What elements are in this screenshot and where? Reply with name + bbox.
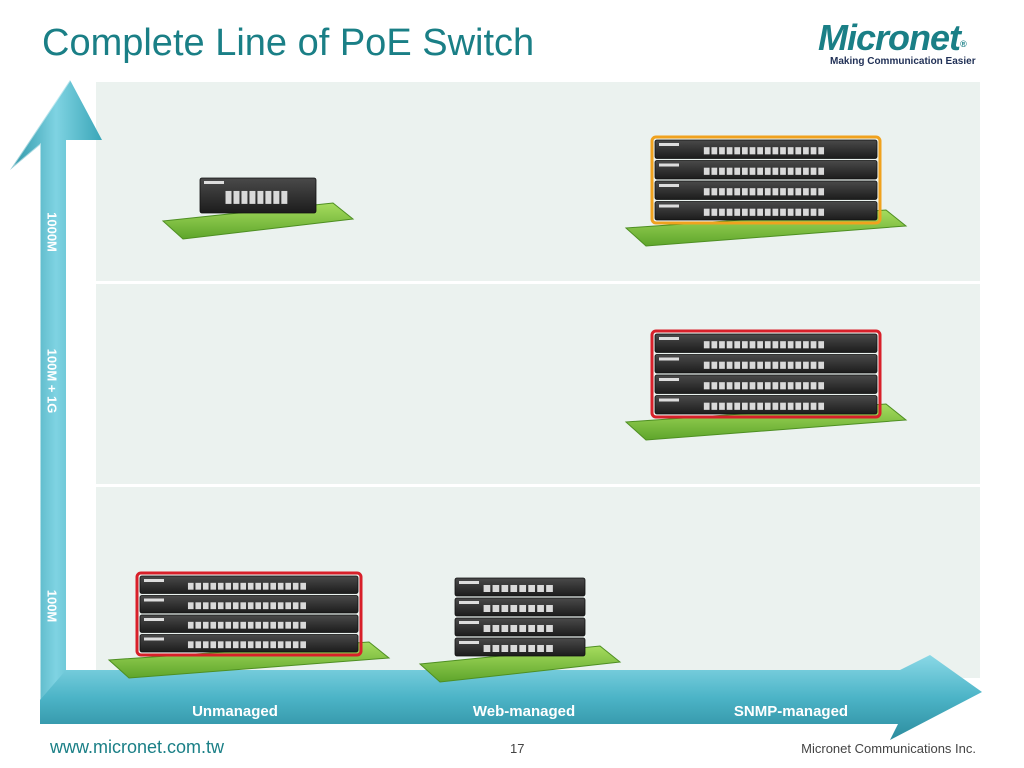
highlight-border xyxy=(650,329,882,419)
switch-stack-icon xyxy=(199,177,317,214)
products-layer xyxy=(107,135,908,683)
switch-stack-icon xyxy=(654,139,878,221)
logo-word: Micronet xyxy=(818,17,961,58)
slide-title: Complete Line of PoE Switch xyxy=(42,22,535,64)
product-1 xyxy=(624,135,908,247)
up-arrow-icon xyxy=(9,79,102,700)
highlight-border xyxy=(135,571,363,657)
product-3 xyxy=(107,571,391,679)
x-label-web-managed: Web-managed xyxy=(472,703,576,720)
switch-stack-icon xyxy=(454,577,586,657)
right-arrow-icon xyxy=(40,655,982,740)
x-label-unmanaged: Unmanaged xyxy=(192,703,278,720)
product-0 xyxy=(161,177,355,240)
product-2 xyxy=(624,329,908,441)
logo-mark: Micronet® xyxy=(818,18,988,58)
row-divider-upper xyxy=(96,281,980,284)
product-4 xyxy=(418,577,622,683)
row-divider-lower xyxy=(96,484,980,487)
switch-stack-icon xyxy=(654,333,878,415)
y-label-100m-1g: 100M + 1G xyxy=(44,348,60,414)
micronet-logo: Micronet® Making Communication Easier xyxy=(818,18,988,72)
switch-stack-icon xyxy=(139,575,359,653)
logo-registered: ® xyxy=(960,39,967,49)
highlight-border xyxy=(650,135,882,225)
y-label-100m: 100M xyxy=(44,589,60,623)
logo-tagline: Making Communication Easier xyxy=(830,56,976,67)
page-number: 17 xyxy=(510,741,525,756)
y-label-1000m: 1000M xyxy=(44,212,60,252)
footer-url[interactable]: www.micronet.com.tw xyxy=(50,737,225,757)
x-label-snmp-managed: SNMP-managed xyxy=(733,703,849,720)
footer-company: Micronet Communications Inc. xyxy=(801,741,976,756)
